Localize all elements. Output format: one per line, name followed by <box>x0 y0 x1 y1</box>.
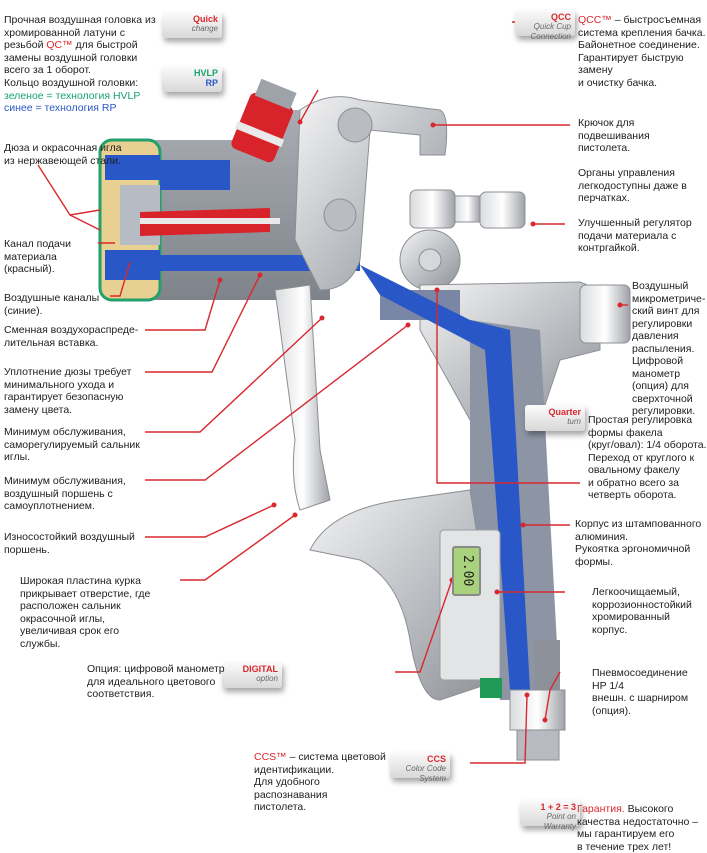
quarter-turn-badge: Quarter turn <box>525 405 585 431</box>
callout-nozzle-seal: Уплотнение дюзы требует минимального ухо… <box>4 366 132 416</box>
fluid-regulator <box>409 189 456 229</box>
callout-needle-packing: Минимум обслуживания, саморегулируемый с… <box>4 426 140 463</box>
callout-air-connection: Пневмосоединение HP 1/4 внешн. с шарниро… <box>592 667 689 717</box>
callout-hook: Крючок для подвешивания пистолета. <box>578 117 650 154</box>
gun-frame <box>294 96 448 291</box>
ccs-badge: CCS Color Code System <box>390 752 450 783</box>
gun-head-body <box>150 110 330 300</box>
leader-dots <box>217 119 623 723</box>
callout-fluid-regulator: Улучшенный регулятор подачи материала с … <box>578 217 692 254</box>
leader-lines <box>37 21 628 764</box>
warranty-badge: 1 + 2 = 3 Point on Warranty <box>520 800 580 831</box>
qc-brand: QC™ <box>46 39 73 51</box>
handle-blue-stripe <box>360 265 530 690</box>
digital-badge: DIGITAL option <box>222 662 282 688</box>
callout-body: Корпус из штампованного алюминия. Рукоят… <box>575 518 702 568</box>
callout-air-cap-ring: Кольцо воздушной головки: зеленое = техн… <box>4 77 141 114</box>
callout-air-piston: Минимум обслуживания, воздушный поршень … <box>4 475 126 512</box>
callout-qcc: QCC™ – быстросъемная система крепления б… <box>578 14 706 89</box>
callout-controls: Органы управления легкодоступны даже в п… <box>578 167 687 204</box>
callout-air-channels: Воздушные каналы (синие). <box>4 292 100 317</box>
callout-nozzle: Дюза и окрасочная игла из нержавеющей ст… <box>4 142 122 167</box>
hvlp-rp-badge: HVLP RP <box>162 66 222 92</box>
warranty-brand: Гарантия. <box>577 803 625 815</box>
callout-digital: Опция: цифровой манометр для идеального … <box>87 663 225 700</box>
trigger <box>274 284 331 511</box>
digital-gauge-display: 2.00 <box>452 546 481 596</box>
callout-chrome: Легкоочищаемый, коррозионностойкий хроми… <box>592 586 692 636</box>
callout-quarter-turn: Простая регулировка формы факела (круг/о… <box>588 414 707 501</box>
callout-trigger: Широкая пластина курка прикрывает отверс… <box>20 575 151 650</box>
callout-warranty: Гарантия. Высокого качества недостаточно… <box>577 803 699 853</box>
qcc-badge: QCC Quick Cup Connection <box>515 10 575 41</box>
callout-air-cap: Прочная воздушная головка из хромированн… <box>4 14 156 76</box>
callout-ccs: CCS™ – система цветовой идентификации. Д… <box>254 751 386 813</box>
ccs-brand: CCS™ <box>254 751 287 763</box>
callout-micrometer: Воздушный микрометриче- ский винт для ре… <box>632 280 706 417</box>
callout-fluid-channel: Канал подачи материала (красный). <box>4 238 72 275</box>
cup-connector <box>231 78 297 163</box>
callout-wear-piston: Износостойкий воздушный поршень. <box>4 531 135 556</box>
ccs-green-tag <box>480 678 502 698</box>
callout-air-insert: Сменная воздухораспреде- лительная встав… <box>4 324 139 349</box>
quick-change-badge: Quick change <box>162 12 222 38</box>
air-inlet <box>509 689 566 731</box>
qcc-brand: QCC™ <box>578 14 612 26</box>
